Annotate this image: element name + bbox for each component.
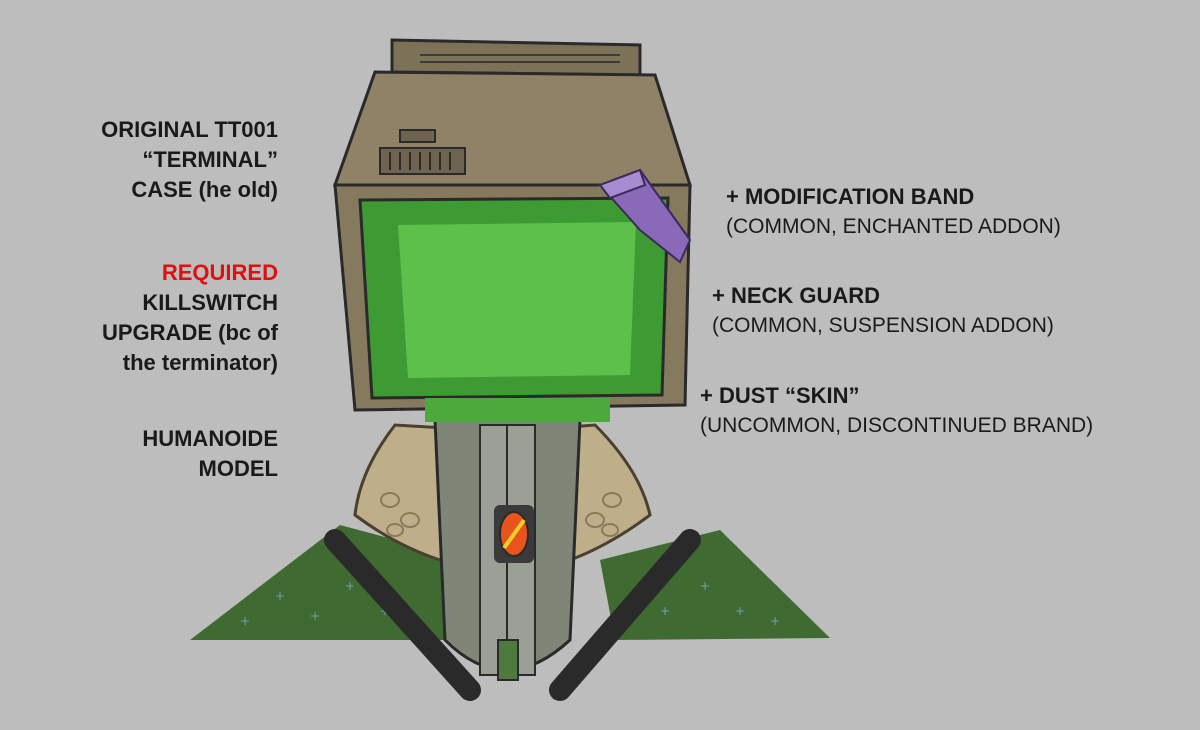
case-label: ORIGINAL TT001 “TERMINAL” CASE (he old) [101,115,278,205]
case-label-line: CASE (he old) [131,177,278,202]
svg-text:+: + [700,579,710,593]
neck-guard-detail: (COMMON, SUSPENSION ADDON) [712,314,1054,337]
model-label: HUMANOIDE MODEL [142,424,278,484]
neck-guard-title: + NECK GUARD [712,283,881,308]
svg-text:+: + [345,579,355,593]
model-label-line: MODEL [198,456,278,481]
dust-skin-label: + DUST “SKIN” (UNCOMMON, DISCONTINUED BR… [700,381,1093,441]
svg-text:+: + [310,609,320,623]
killswitch-label-line: the terminator) [122,350,278,375]
band-label: + MODIFICATION BAND (COMMON, ENCHANTED A… [726,182,1061,242]
arms [324,529,701,701]
svg-text:+: + [275,589,285,603]
band-detail: (COMMON, ENCHANTED ADDON) [726,215,1061,238]
svg-text:+: + [735,604,745,618]
dust-skin-detail: (UNCOMMON, DISCONTINUED BRAND) [700,414,1094,437]
required-highlight: REQUIRED [161,260,278,285]
killswitch-label-line: KILLSWITCH [142,290,278,315]
killswitch-label-line: UPGRADE (bc of [102,320,278,345]
terminal-screen [358,196,670,422]
killswitch-label: REQUIRED KILLSWITCH UPGRADE (bc of the t… [102,258,278,378]
modification-band [598,168,692,264]
band-title: + MODIFICATION BAND [726,184,975,209]
svg-text:+: + [240,614,250,628]
neck-guard-label: + NECK GUARD (COMMON, SUSPENSION ADDON) [712,281,1054,341]
case-label-line: ORIGINAL TT001 [101,117,278,142]
killswitch [494,505,534,563]
model-label-line: HUMANOIDE [142,426,278,451]
svg-text:+: + [660,604,670,618]
svg-text:+: + [770,614,780,628]
dust-skin-title: + DUST “SKIN” [700,383,860,408]
case-label-line: “TERMINAL” [142,147,278,172]
